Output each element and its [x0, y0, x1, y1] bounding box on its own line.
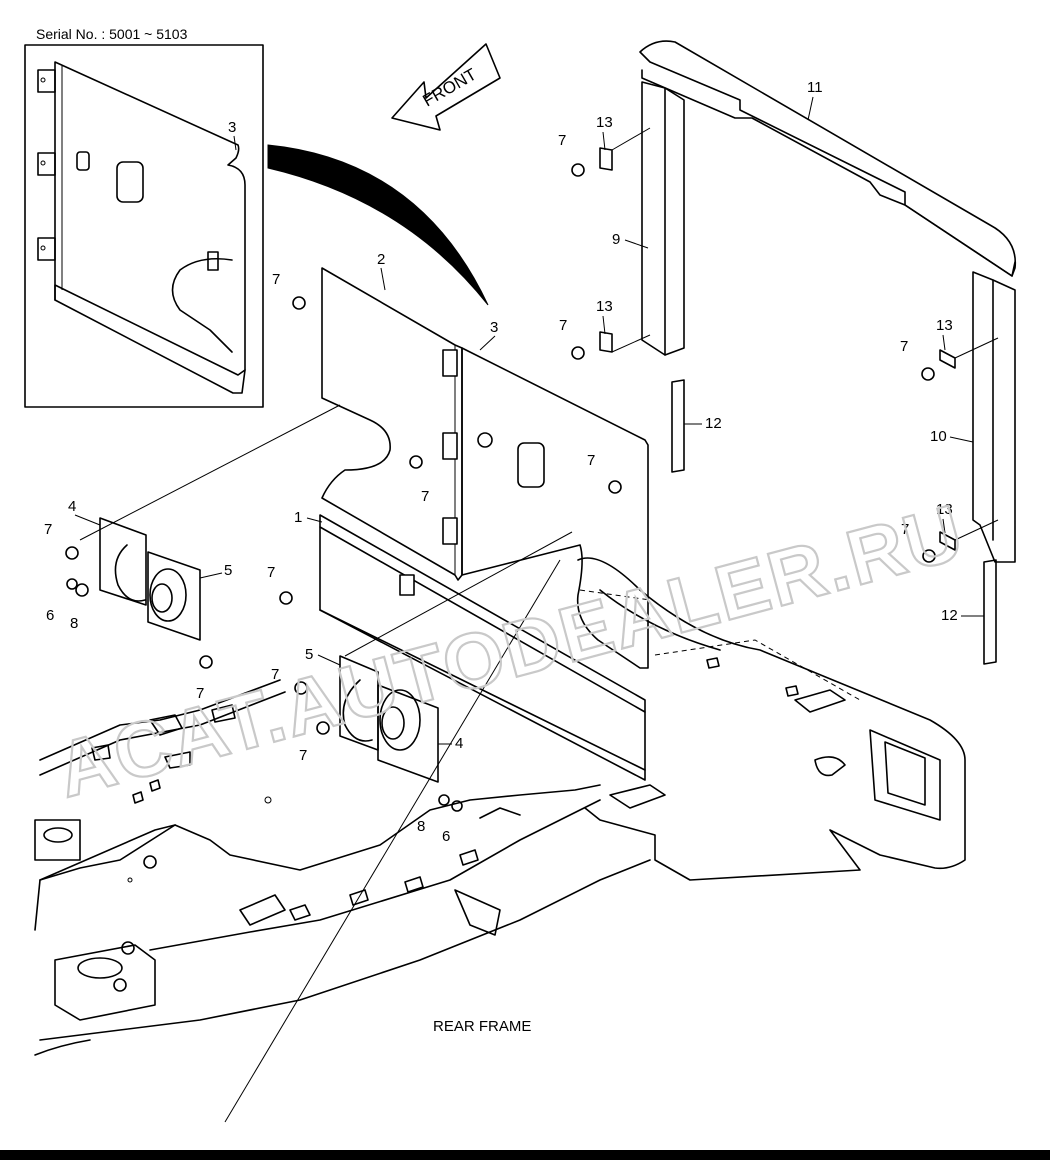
- part-label-6-center: 6: [442, 828, 450, 845]
- part-label-7-h: 7: [267, 564, 275, 581]
- washers-part-6-8: [66, 578, 463, 812]
- part-label-13-b: 13: [596, 298, 613, 315]
- part-label-8-left: 8: [70, 615, 78, 632]
- plate-part-3: [461, 347, 649, 669]
- leader-lines: [79, 127, 999, 1123]
- front-arrow: [391, 43, 501, 131]
- part-label-5-center: 5: [305, 646, 313, 663]
- part-label-12-upper: 12: [705, 415, 722, 432]
- bracket-part-4-left: [99, 517, 201, 641]
- part-label-7-k: 7: [299, 747, 307, 764]
- part-label-5-left: 5: [224, 562, 232, 579]
- plate-brackets: [399, 349, 458, 596]
- front-direction-label: FRONT: [420, 65, 480, 111]
- part-label-9: 9: [612, 231, 620, 248]
- part-label-7-c: 7: [559, 317, 567, 334]
- part-label-7-i: 7: [196, 685, 204, 702]
- part-label-7-l: 7: [901, 521, 909, 538]
- watermark-text: ACAT.AUTODEALER.RU: [48, 487, 973, 814]
- frame-part-11: [639, 40, 1017, 277]
- bar-part-10: [972, 271, 1016, 563]
- rear-frame-label: REAR FRAME: [433, 1018, 531, 1035]
- part-label-7-d: 7: [900, 338, 908, 355]
- part-label-12-lower: 12: [941, 607, 958, 624]
- serial-number-label: Serial No. : 5001 ~ 5103: [36, 26, 188, 42]
- part-label-4-left: 4: [68, 498, 76, 515]
- bar-part-9: [641, 81, 685, 356]
- part-label-3-inset: 3: [228, 119, 236, 136]
- serial-inset: [24, 44, 264, 408]
- part-label-7-b: 7: [558, 132, 566, 149]
- part-label-7-g: 7: [44, 521, 52, 538]
- part-label-11: 11: [807, 79, 823, 96]
- part-label-4-center: 4: [455, 735, 463, 752]
- strip-part-12: [671, 379, 997, 665]
- part-label-7-a: 7: [272, 271, 280, 288]
- rear-frame-structure: [34, 557, 966, 1056]
- inset-pointer-arc: [267, 144, 489, 306]
- bracket-part-4-center: [339, 655, 439, 783]
- bolts-part-7: [65, 163, 936, 735]
- plate-part-2: [321, 267, 463, 581]
- part-label-7-j: 7: [271, 666, 279, 683]
- part-label-7-f: 7: [587, 452, 595, 469]
- bottom-border: [0, 1150, 1050, 1160]
- label-leaders: [74, 96, 984, 745]
- part-label-13-a: 13: [596, 114, 613, 131]
- part-label-7-e: 7: [421, 488, 429, 505]
- part-label-13-d: 13: [936, 501, 953, 518]
- part-label-8-center: 8: [417, 818, 425, 835]
- part-label-1: 1: [294, 509, 302, 526]
- part-label-3: 3: [490, 319, 498, 336]
- part-label-10: 10: [930, 428, 947, 445]
- part-label-13-c: 13: [936, 317, 953, 334]
- part-label-2: 2: [377, 251, 385, 268]
- part-label-6-left: 6: [46, 607, 54, 624]
